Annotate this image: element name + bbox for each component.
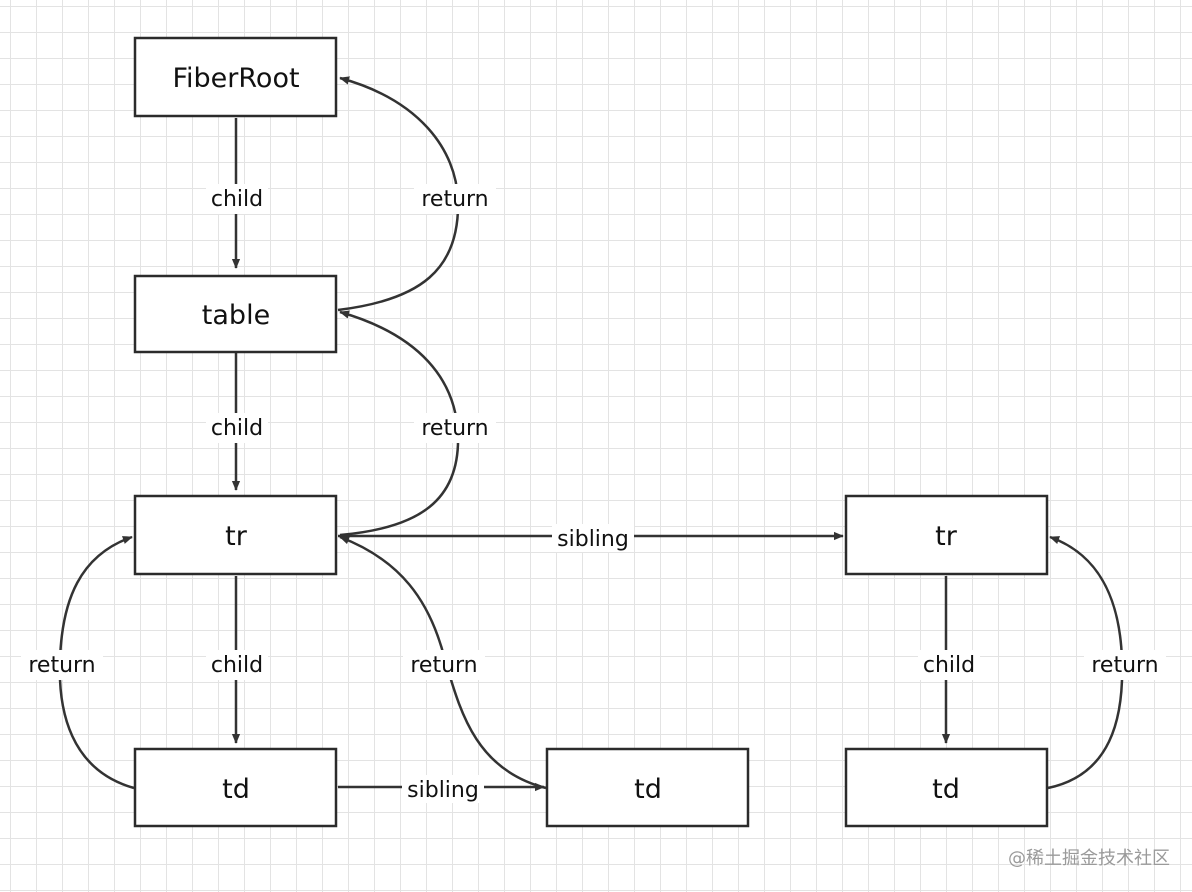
edge-label-child: child bbox=[211, 653, 263, 678]
edge-label-sibling: sibling bbox=[407, 778, 479, 803]
node-td-third: td bbox=[844, 747, 1049, 828]
node-label: FiberRoot bbox=[172, 63, 299, 94]
edge-label-return: return bbox=[1091, 653, 1158, 678]
edge-label-return: return bbox=[421, 416, 488, 441]
node-fiber-root: FiberRoot bbox=[133, 36, 338, 118]
edge-label-child: child bbox=[923, 653, 975, 678]
node-tr-second: tr bbox=[844, 494, 1049, 576]
node-td-second: td bbox=[545, 747, 750, 828]
edge-label-child: child bbox=[211, 416, 263, 441]
node-label: td bbox=[222, 774, 250, 805]
node-td-first: td bbox=[133, 747, 338, 828]
node-label: td bbox=[634, 774, 662, 805]
node-label: td bbox=[932, 774, 960, 805]
edge-labels: child return child return sibling child … bbox=[21, 184, 1166, 803]
edge-label-return: return bbox=[410, 653, 477, 678]
node-label: tr bbox=[935, 521, 958, 552]
node-table: table bbox=[133, 274, 338, 354]
edge-label-child: child bbox=[211, 187, 263, 212]
node-label: table bbox=[202, 300, 270, 331]
watermark: @稀土掘金技术社区 bbox=[1008, 848, 1170, 869]
edge-label-return: return bbox=[421, 187, 488, 212]
node-label: tr bbox=[225, 521, 248, 552]
edge-label-sibling: sibling bbox=[557, 527, 629, 552]
node-tr-first: tr bbox=[133, 494, 338, 576]
edge-label-return: return bbox=[28, 653, 95, 678]
